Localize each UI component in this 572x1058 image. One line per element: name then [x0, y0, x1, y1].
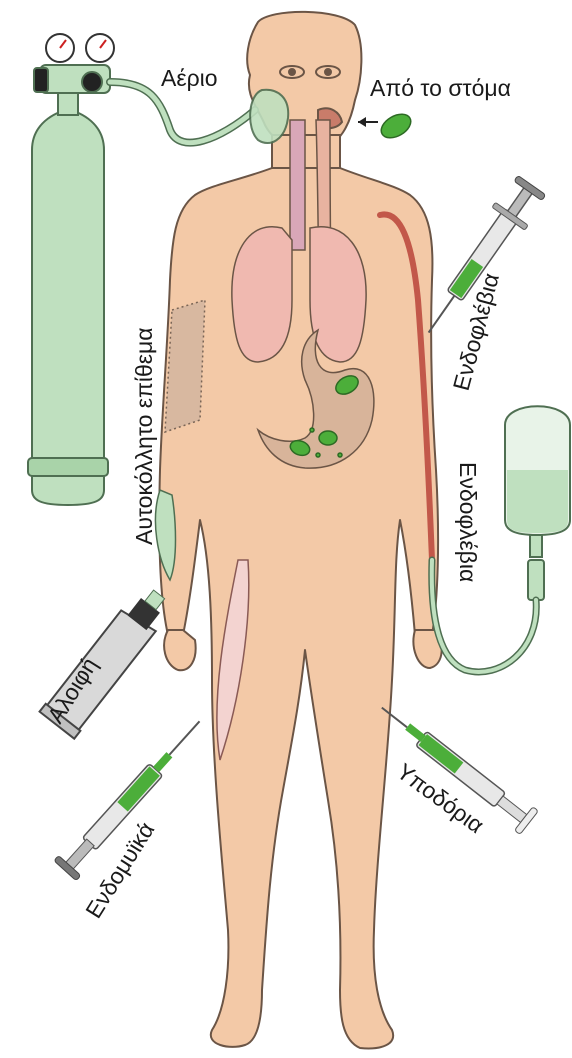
- gas-cylinder: [28, 34, 114, 505]
- label-adhesive-patch: Αυτοκόλλητο επίθεμα: [131, 327, 157, 545]
- gas-tube: [110, 82, 255, 143]
- label-oral: Από το στόμα: [370, 75, 511, 101]
- oxygen-mask: [250, 90, 288, 143]
- label-intravenous-drip: Ενδοφλέβια: [455, 462, 481, 582]
- left-lung: [232, 227, 292, 362]
- oral-pill: [358, 109, 415, 142]
- ointment-smear: [155, 490, 175, 580]
- torso-and-legs: [159, 168, 438, 1048]
- label-gas: Αέριο: [161, 65, 218, 91]
- iv-drip: [505, 406, 570, 600]
- left-hand: [164, 630, 195, 670]
- trachea: [290, 120, 305, 250]
